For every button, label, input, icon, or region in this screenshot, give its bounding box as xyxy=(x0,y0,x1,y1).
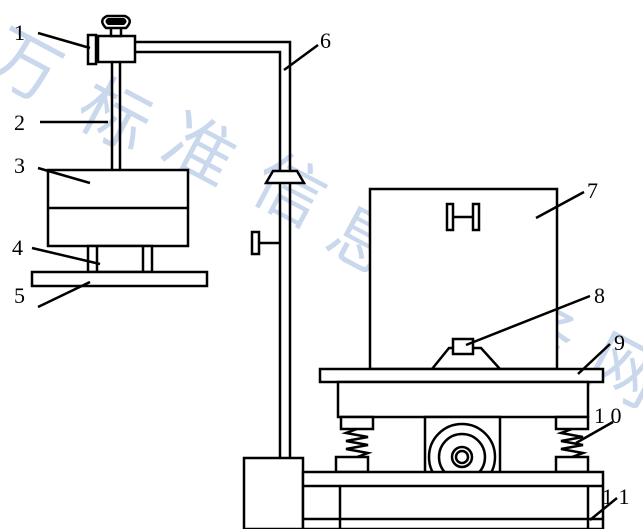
label-6: 6 xyxy=(320,28,331,53)
pressure-plate xyxy=(30,270,209,288)
vibration-table xyxy=(318,367,605,419)
label-8: 8 xyxy=(594,283,605,308)
label-9: 9 xyxy=(614,330,625,355)
label-10: 1 0 xyxy=(594,403,622,428)
support-legs xyxy=(86,244,154,274)
stand-rod xyxy=(135,40,307,458)
label-5: 5 xyxy=(14,283,25,308)
watermark-char-1: 标 xyxy=(64,63,164,168)
number-labels: 1 2 3 4 5 6 7 8 9 1 0 1 1 xyxy=(12,20,630,509)
label-3: 3 xyxy=(14,153,25,178)
base xyxy=(242,456,605,529)
weight-block xyxy=(46,168,190,248)
watermark-char-0: 万 xyxy=(0,13,75,118)
label-2: 2 xyxy=(14,110,25,135)
label-4: 4 xyxy=(12,235,23,260)
shaft xyxy=(110,62,122,170)
sample-holder xyxy=(429,337,503,371)
label-7: 7 xyxy=(587,178,598,203)
label-11: 1 1 xyxy=(602,484,630,509)
label-1: 1 xyxy=(14,20,25,45)
clamp-head xyxy=(86,14,137,66)
leader-lines xyxy=(31,31,618,521)
